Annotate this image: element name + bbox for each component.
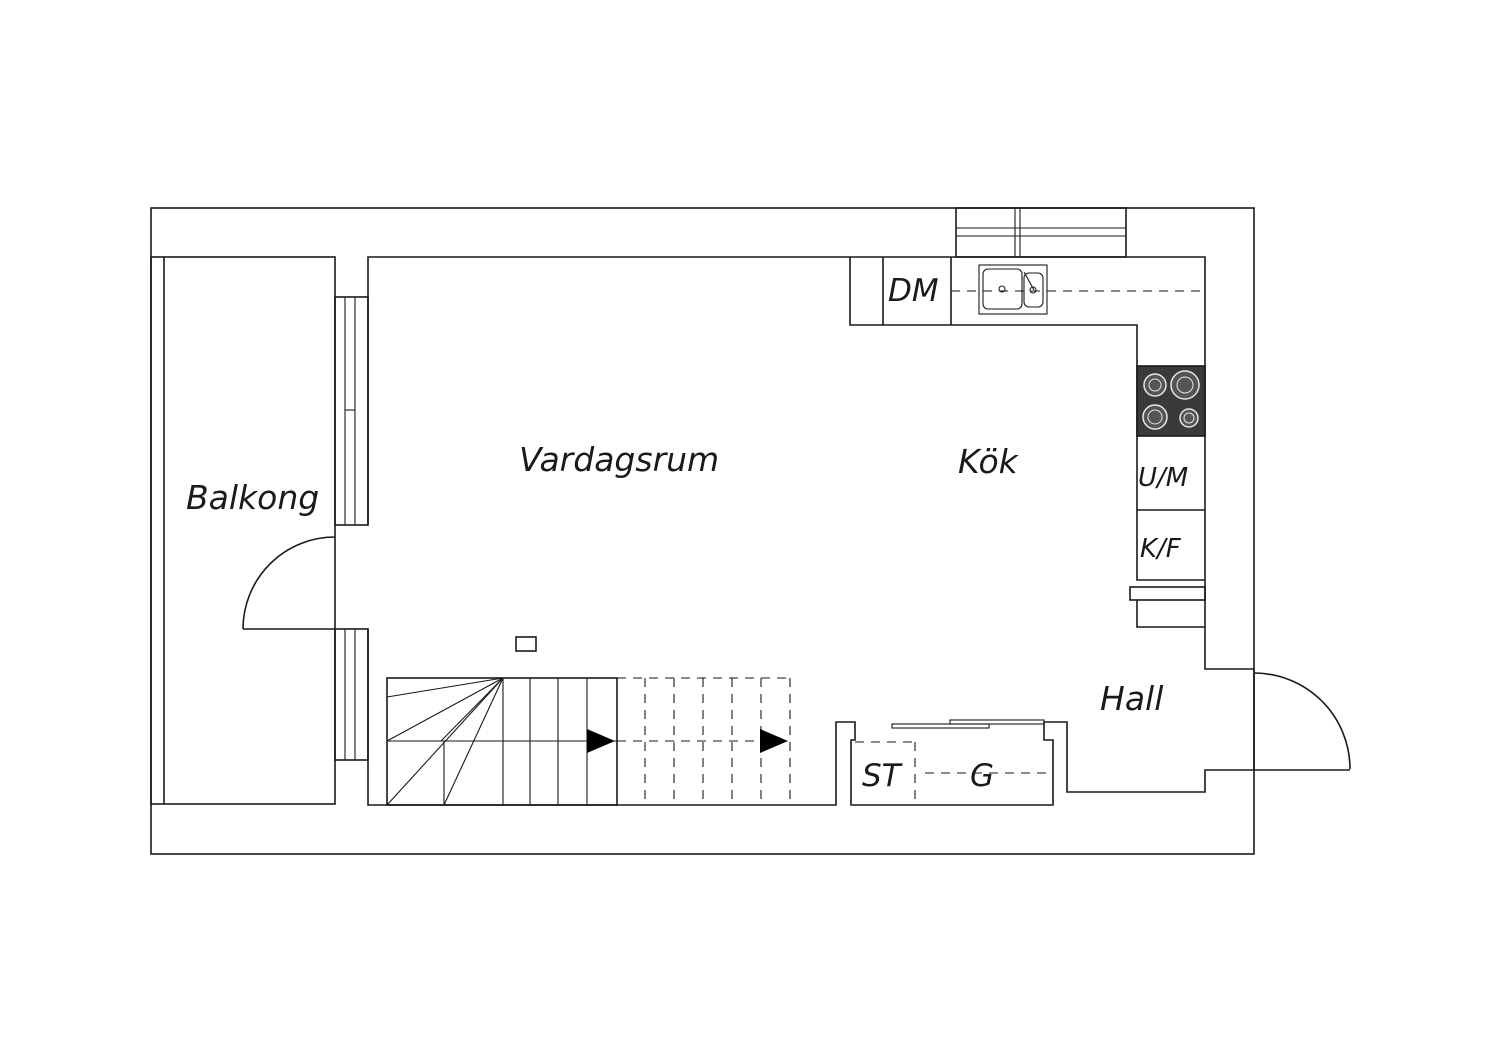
- kitchen-counter: [849, 257, 1205, 581]
- sink-icon: [978, 264, 1048, 315]
- label-storage: ST: [862, 758, 903, 794]
- label-dishwasher: DM: [888, 273, 939, 309]
- staircase: [386, 677, 791, 806]
- room-label-balkong: Balkong: [186, 478, 319, 517]
- outer-wall: [150, 207, 1255, 855]
- entrance-door: [1253, 669, 1351, 771]
- balcony-door: [242, 536, 336, 630]
- floor-outlet: [515, 636, 537, 652]
- label-fridge-freezer: K/F: [1140, 534, 1182, 564]
- balcony-window-lower: [334, 628, 369, 761]
- room-label-kok: Kök: [958, 442, 1020, 481]
- stair-arrow-icon: [760, 729, 788, 753]
- kitchen-window: [955, 207, 1127, 258]
- apartment-wall: [367, 256, 1254, 806]
- label-wardrobe: G: [970, 758, 994, 794]
- sliding-door-icon: [891, 719, 1045, 729]
- balcony-window-upper: [334, 296, 369, 526]
- balcony-area: [150, 256, 336, 805]
- storage-unit: [855, 741, 1053, 805]
- hall-shelf: [1129, 586, 1206, 628]
- room-label-vardagsrum: Vardagsrum: [519, 440, 719, 479]
- stove-icon: [1136, 365, 1206, 437]
- room-label-hall: Hall: [1100, 679, 1163, 718]
- stair-arrow-icon: [587, 729, 615, 753]
- label-oven-microwave: U/M: [1138, 463, 1188, 493]
